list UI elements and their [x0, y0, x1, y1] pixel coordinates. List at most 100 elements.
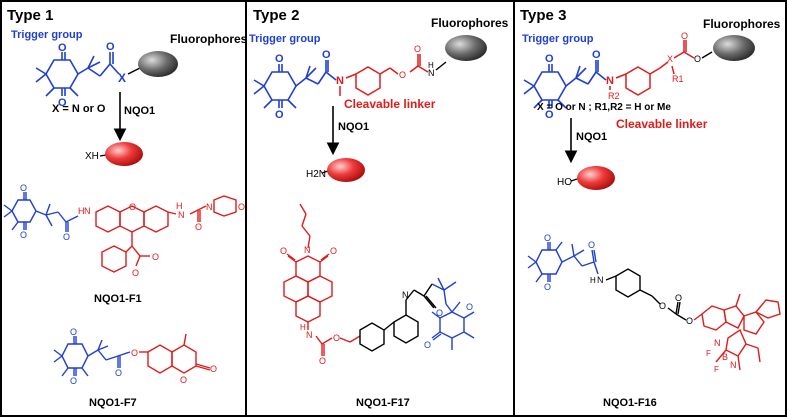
panel-2-linker	[339, 54, 429, 96]
panel-2-quinone-trigger	[253, 60, 337, 109]
f7-o-lactone: O	[210, 364, 217, 374]
f16-n-amide: N	[597, 275, 604, 285]
panel-3-carbonyl-o: O	[592, 49, 601, 61]
nqo1-f16-structure: O O O H N O O O	[527, 233, 781, 374]
f1-o-2: O	[20, 230, 27, 240]
panel-3-condition: X = O or N ; R1,R2 = H or Me	[537, 102, 671, 113]
f16-o-carbonyl: O	[675, 293, 682, 303]
panel-1-quinone-o-bottom: O	[58, 97, 67, 109]
panel-2-trigger-label: Trigger group	[249, 33, 321, 45]
f1-o-xanthene: O	[129, 202, 136, 212]
panel-2-heading: Type 2	[253, 7, 299, 24]
f16-o-2: O	[544, 282, 551, 292]
f17-o-amide: O	[436, 308, 443, 318]
panel-3-quinone-o-top: O	[545, 53, 554, 65]
f17-o-imide-1: O	[280, 246, 287, 256]
panel-1-fluorophore-label: Fluorophores	[170, 32, 248, 46]
panel-2-o-carbamate: O	[399, 70, 406, 80]
f7-o-ring: O	[180, 375, 187, 385]
panel-3-linker	[609, 40, 695, 96]
panel-1-condition: X = N or O	[52, 103, 106, 115]
f17-n-carbamate: N	[306, 330, 313, 340]
panel-3-n-atom: N	[606, 75, 614, 87]
f16-o-3: O	[588, 240, 595, 250]
f1-o-1: O	[20, 183, 27, 193]
f16-f-2: F	[714, 365, 719, 374]
panel-2-quinone-o-bottom: O	[275, 109, 284, 121]
f16-f-1: F	[706, 349, 711, 358]
f1-o-lactone-2: O	[132, 268, 139, 278]
f16-o-ester-2: O	[686, 316, 693, 326]
f17-o-carbamate: O	[319, 356, 326, 366]
panel-2-o-carbonyl: O	[414, 44, 421, 54]
f7-o-ester: O	[131, 348, 138, 358]
f17-o-ester: O	[333, 333, 340, 343]
panel-2-carbonyl-o: O	[322, 49, 331, 61]
panel-1-heading: Type 1	[7, 7, 53, 24]
panel-1-product-group: XH	[85, 151, 99, 162]
panel-1-carbonyl	[99, 52, 120, 77]
panel-1-carbonyl-o: O	[106, 41, 115, 53]
f7-o-1: O	[70, 327, 77, 337]
panel-2-fluorophore-grey	[445, 35, 487, 61]
panel-3-linker-label: Cleavable linker	[616, 117, 708, 131]
nqo1-f1-structure: O O O H N O O	[3, 183, 245, 278]
panel-2-n-fluor: N	[428, 68, 435, 78]
panel-type-2: Type 2 Trigger group Fluorophores O O O …	[249, 7, 509, 409]
f1-o-urea: O	[195, 222, 202, 232]
panel-2-product-bond	[321, 170, 329, 174]
compound-nqo1-f1: NQO1-F1	[94, 293, 142, 305]
panel-1-trigger-label: Trigger group	[11, 29, 83, 41]
panel-2-fluorophore-red	[327, 158, 365, 182]
f16-n-bodipy-1: N	[714, 338, 721, 348]
panel-1-product-bond	[99, 154, 107, 157]
f16-b: B	[722, 352, 728, 362]
panel-2-n-atom: N	[336, 75, 344, 87]
f17-o-quinone-1: O	[424, 340, 431, 350]
panel-1-enzyme: NQO1	[124, 105, 155, 117]
panel-2-enzyme: NQO1	[338, 121, 369, 133]
compound-nqo1-f17: NQO1-F17	[356, 397, 410, 409]
f1-o-3: O	[63, 232, 70, 242]
panel-3-o-carbonyl: O	[681, 31, 688, 41]
panel-3-product-group: HO	[557, 177, 572, 188]
panel-3-enzyme: NQO1	[576, 131, 607, 143]
compound-nqo1-f7: NQO1-F7	[89, 397, 137, 409]
f17-o-quinone-2: O	[466, 302, 473, 312]
f1-nh-left: H	[78, 206, 85, 216]
f1-o-morph: O	[238, 202, 245, 212]
panel-3-fluorophore-red	[577, 166, 615, 190]
panel-3-fluor-link	[701, 51, 713, 59]
panel-3-fluorophore-label: Fluorophores	[703, 17, 781, 31]
panel-3-heading: Type 3	[520, 7, 566, 24]
f16-o-ester-1: O	[659, 301, 666, 311]
f16-h: H	[590, 276, 596, 285]
f17-n-imide: N	[304, 245, 311, 255]
f17-h: H	[300, 323, 306, 332]
f1-o-lactone: O	[152, 252, 159, 262]
panel-1-quinone-trigger	[35, 52, 101, 97]
panel-3-o-fluor: O	[694, 54, 701, 64]
f7-o-2: O	[70, 376, 77, 386]
panel-3-x-atom: X	[667, 54, 673, 64]
panel-1-quinone-o-top: O	[58, 42, 67, 54]
panel-type-1: Type 1 Trigger group Fluorophores O O	[3, 7, 248, 409]
panel-type-3: Type 3 Trigger group Fluorophores O O O …	[520, 7, 781, 409]
compound-nqo1-f16: NQO1-F16	[603, 397, 657, 409]
panel-1-x-atom: X	[118, 71, 126, 85]
f1-n-right: N	[178, 210, 185, 220]
panel-2-quinone-o-top: O	[275, 53, 284, 65]
panel-2-product-group: H2N	[306, 169, 326, 180]
panel-3-r2: R2	[608, 91, 620, 101]
f1-h-right: H	[176, 201, 183, 211]
panel-3-quinone-o-bottom: O	[545, 109, 554, 121]
panel-1-x-link	[127, 67, 141, 75]
f17-o-imide-2: O	[330, 246, 337, 256]
f16-n-bodipy-2: N	[730, 360, 737, 370]
panel-1-fluorophore-red	[105, 142, 143, 166]
f17-n-amide: N	[402, 290, 409, 300]
